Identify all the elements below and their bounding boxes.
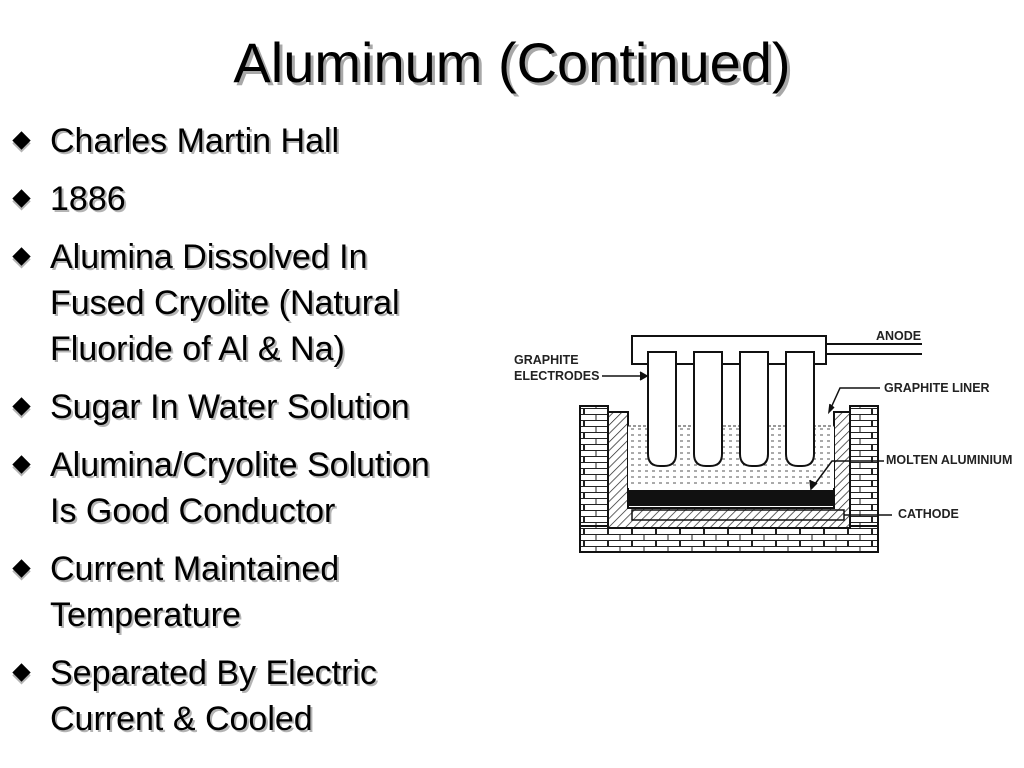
- bullet-text: Sugar In Water Solution: [50, 388, 410, 426]
- diamond-bullet-icon: [12, 189, 31, 208]
- electrodes-label-line1: GRAPHITE: [514, 353, 579, 367]
- diamond-bullet-icon: [12, 559, 31, 578]
- bullet-list: Charles Martin Hall 1886 Alumina Dissolv…: [12, 118, 514, 754]
- cathode-label: CATHODE: [898, 507, 959, 521]
- molten-aluminium-label: MOLTEN ALUMINIUM: [886, 453, 1012, 467]
- bullet-text: Separated By Electric Current & Cooled: [50, 654, 377, 738]
- electrolytic-cell-diagram: ANODE GRAPHITE ELECTRODES GRAPHITE LINER…: [514, 329, 1012, 553]
- bullet-text: Alumina Dissolved In Fused Cryolite (Nat…: [50, 238, 400, 368]
- bullet-text: Alumina/Cryolite Solution Is Good Conduc…: [50, 446, 430, 530]
- leader-lines: [602, 371, 884, 491]
- diamond-bullet-icon: [12, 663, 31, 682]
- anode-label: ANODE: [876, 329, 921, 343]
- diamond-bullet-icon: [12, 455, 31, 474]
- bullet-item: Sugar In Water Solution: [12, 384, 514, 430]
- diamond-bullet-icon: [12, 397, 31, 416]
- bullet-text: Current Maintained Temperature: [50, 550, 340, 634]
- bullet-item: Charles Martin Hall: [12, 118, 514, 164]
- bullet-text: 1886: [50, 180, 126, 218]
- bullet-item: Alumina Dissolved In Fused Cryolite (Nat…: [12, 234, 514, 372]
- bullet-item: Separated By Electric Current & Cooled: [12, 650, 514, 742]
- graphite-liner-label: GRAPHITE LINER: [884, 381, 990, 395]
- bullet-item: 1886: [12, 176, 514, 222]
- diamond-bullet-icon: [12, 247, 31, 266]
- bullet-item: Current Maintained Temperature: [12, 546, 514, 638]
- graphite-electrodes: [647, 351, 815, 467]
- bullet-text: Charles Martin Hall: [50, 122, 340, 160]
- molten-aluminium-layer: [628, 490, 834, 506]
- bullet-item: Alumina/Cryolite Solution Is Good Conduc…: [12, 442, 514, 534]
- slide-title: Aluminum (Continued): [233, 31, 791, 94]
- electrodes-label-line2: ELECTRODES: [514, 369, 599, 383]
- cathode-plate: [631, 509, 892, 521]
- diamond-bullet-icon: [12, 131, 31, 150]
